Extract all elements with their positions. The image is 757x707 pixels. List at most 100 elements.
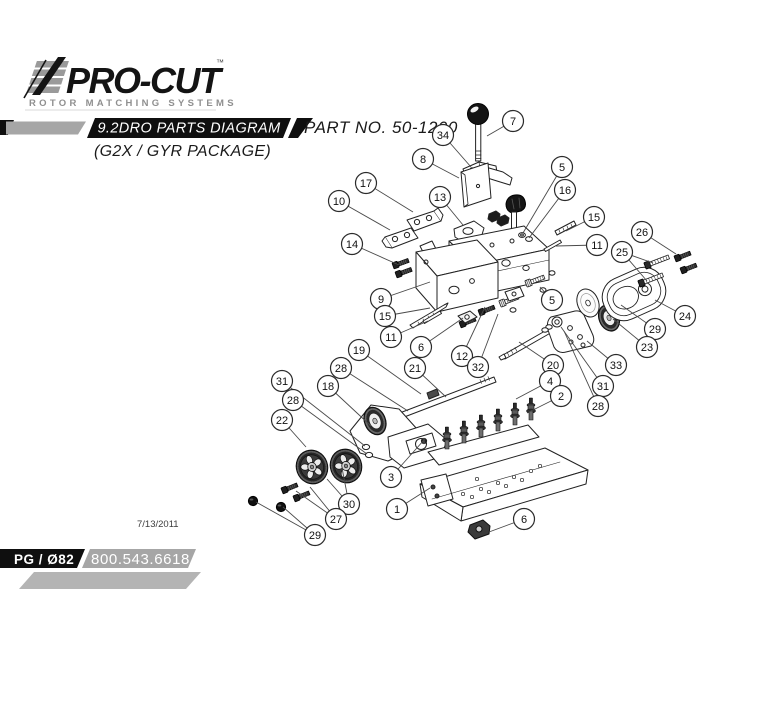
- callout-number: 10: [333, 196, 345, 208]
- callout-circle: [409, 335, 433, 359]
- callout-circle: [316, 374, 340, 398]
- callout-circle: [538, 369, 562, 393]
- callout-number: 25: [616, 247, 628, 259]
- gib-pins: [409, 302, 449, 329]
- callout-number: 30: [343, 499, 355, 511]
- callout-circle: [329, 356, 353, 380]
- callout-number: 21: [409, 363, 421, 375]
- brand-tagline: ROTOR MATCHING SYSTEMS: [29, 98, 237, 109]
- cable-end-upper: [406, 207, 444, 232]
- callout-circle: [610, 240, 634, 264]
- callout-number: 5: [559, 162, 565, 174]
- callout-19: 19: [347, 338, 422, 395]
- callout-circle: [354, 171, 378, 195]
- callout-number: 2: [558, 391, 564, 403]
- callout-circle: [630, 220, 654, 244]
- callout-9: 9: [369, 281, 431, 311]
- callout-number: 22: [276, 415, 288, 427]
- callout-number: 26: [636, 227, 648, 239]
- callout-circle: [549, 384, 573, 408]
- callout-5: 5: [539, 286, 564, 312]
- callout-29: 29: [255, 501, 327, 547]
- callout-circle: [585, 233, 609, 257]
- callout-16: 16: [528, 178, 577, 239]
- display-plate: [460, 162, 492, 208]
- callout-28: 28: [281, 388, 368, 455]
- title-banner: 9.2DRO PARTS DIAGRAM PART NO. 50-1200 (G…: [0, 118, 458, 160]
- callout-23: 23: [612, 318, 659, 359]
- exploded-view: [247, 103, 699, 540]
- callout-32: 32: [466, 313, 499, 379]
- callout-number: 29: [309, 530, 321, 542]
- callout-number: 33: [610, 360, 622, 372]
- callout-4: 4: [515, 369, 562, 400]
- callout-10: 10: [327, 189, 391, 231]
- callout-circle: [604, 353, 628, 377]
- callout-number: 15: [379, 311, 391, 323]
- callout-circle: [501, 109, 525, 133]
- callout-24: 24: [654, 299, 697, 328]
- callout-number: 31: [597, 381, 609, 393]
- logo-mark-icon: [23, 57, 69, 99]
- washers-small: [518, 232, 533, 242]
- drive-shaft: [498, 326, 555, 361]
- shift-knob: [467, 103, 489, 162]
- callout-number: 9: [378, 294, 384, 306]
- phone-banner: [82, 549, 196, 568]
- callout-30: 30: [326, 467, 361, 516]
- callout-circle: [411, 147, 435, 171]
- callout-number: 6: [418, 342, 424, 354]
- callout-circle: [553, 178, 577, 202]
- base-plate: [419, 447, 589, 522]
- standoff-rail: [420, 397, 540, 466]
- banner-right-wedge: [288, 118, 313, 138]
- callout-33: 33: [586, 340, 628, 377]
- page-banner: [0, 549, 85, 568]
- callout-number: 28: [287, 395, 299, 407]
- callout-circle: [450, 344, 474, 368]
- footer-gray-bar: [19, 572, 201, 589]
- footer: 7/13/2011 PG / Ø82 800.543.6618: [0, 519, 201, 589]
- callout-number: 7: [510, 116, 516, 128]
- carrier-assembly: [348, 403, 448, 469]
- callout-number: 14: [346, 239, 358, 251]
- callout-14: 14: [340, 232, 400, 266]
- page-label: PG / Ø82: [14, 552, 74, 567]
- callout-circle: [337, 492, 361, 516]
- callout-number: 11: [591, 240, 602, 252]
- callout-number: 13: [434, 192, 446, 204]
- callout-21: 21: [403, 356, 447, 398]
- callout-circle: [303, 523, 327, 547]
- callout-circle: [512, 507, 536, 531]
- callout-17: 17: [354, 171, 414, 213]
- callout-circle: [673, 304, 697, 328]
- callout-circle: [403, 356, 427, 380]
- cover-screws: [637, 249, 699, 288]
- callout-31: 31: [560, 326, 615, 398]
- callout-circle: [324, 507, 348, 531]
- callout-7: 7: [486, 109, 525, 137]
- revision-date: 7/13/2011: [137, 519, 179, 530]
- logo: PRO-CUT ™ ROTOR MATCHING SYSTEMS: [23, 57, 237, 111]
- callout-number: 32: [472, 362, 484, 374]
- callout-circle: [540, 288, 564, 312]
- brand-wordmark: PRO-CUT: [66, 60, 224, 101]
- callout-6: 6: [409, 317, 464, 359]
- callout-22: 22: [270, 408, 307, 448]
- callout-number: 28: [335, 363, 347, 375]
- spring-pin: [543, 220, 577, 252]
- callout-15: 15: [373, 304, 431, 328]
- callout-number: 29: [649, 324, 661, 336]
- callout-number: 28: [592, 401, 604, 413]
- callout-11: 11: [379, 320, 429, 349]
- callout-number: 19: [353, 345, 365, 357]
- callout-28: 28: [329, 356, 409, 412]
- set-screws: [391, 256, 414, 279]
- callout-number: 34: [437, 130, 449, 142]
- part-number: PART NO. 50-1200: [304, 118, 458, 137]
- cable-end-lower: [381, 227, 419, 249]
- callout-5: 5: [522, 155, 574, 234]
- callout-number: 1: [394, 504, 400, 516]
- callout-34: 34: [431, 123, 472, 168]
